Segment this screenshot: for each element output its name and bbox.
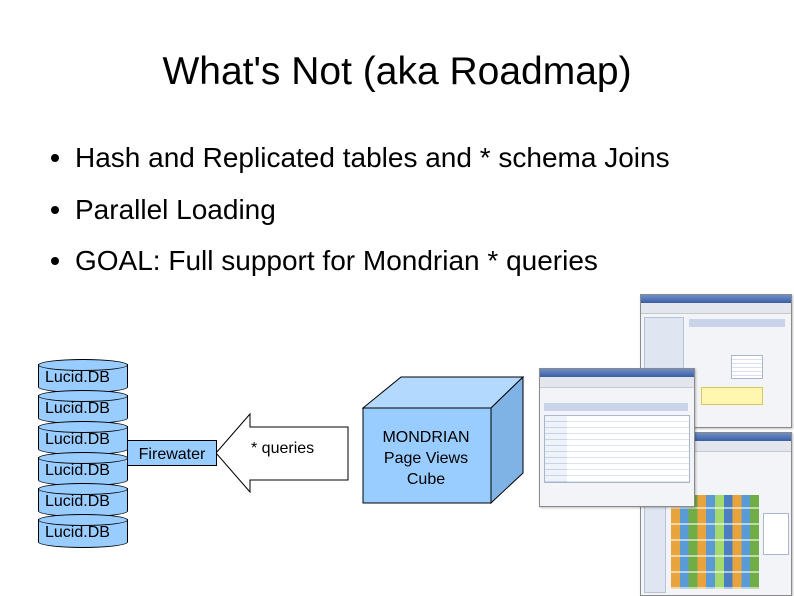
report-header (689, 319, 785, 327)
window-titlebar (641, 433, 791, 441)
db-label: Lucid.DB (45, 369, 110, 386)
mini-table (731, 355, 763, 379)
bullet-item: Hash and Replicated tables and * schema … (48, 136, 670, 188)
bullet-list: Hash and Replicated tables and * schema … (48, 136, 670, 291)
db-label: Lucid.DB (45, 431, 110, 448)
bullet-dot-icon (51, 257, 59, 265)
bullet-item: GOAL: Full support for Mondrian * querie… (48, 239, 670, 291)
queries-arrow-label: * queries (251, 440, 315, 457)
lucid-db-cylinder: Lucid.DB (38, 421, 128, 455)
firewater-box: Firewater (127, 440, 217, 466)
window-toolbar (641, 441, 791, 452)
window-titlebar (540, 369, 694, 377)
db-label: Lucid.DB (45, 400, 110, 417)
cube-label-line: Page Views (383, 450, 469, 467)
lucid-db-cylinder: Lucid.DB (38, 390, 128, 424)
bullet-dot-icon (51, 154, 59, 162)
mondrian-cube-label: MONDRIAN Page Views Cube (365, 427, 487, 490)
lucid-db-cylinder: Lucid.DB (38, 359, 128, 393)
bullet-item: Parallel Loading (48, 188, 670, 240)
lucid-db-cylinder: Lucid.DB (38, 514, 128, 548)
slide-title: What's Not (aka Roadmap) (162, 50, 632, 93)
db-label: Lucid.DB (45, 524, 110, 541)
cube-label-line: Cube (406, 471, 446, 488)
db-label: Lucid.DB (45, 493, 110, 510)
lucid-db-cylinder: Lucid.DB (38, 483, 128, 517)
bullet-dot-icon (51, 205, 59, 214)
cube-front-face (362, 407, 492, 504)
chart-legend (763, 513, 789, 555)
cube-label-line: MONDRIAN (382, 429, 470, 446)
window-toolbar (540, 377, 694, 388)
bullet-text: Parallel Loading (75, 193, 276, 225)
lucid-db-cylinder: Lucid.DB (38, 452, 128, 486)
bullet-text: GOAL: Full support for Mondrian * querie… (75, 245, 598, 276)
window-titlebar (641, 295, 791, 303)
queries-arrow (215, 412, 349, 494)
screenshot-report-main (539, 368, 695, 507)
report-header (544, 403, 688, 411)
db-label: Lucid.DB (45, 462, 110, 479)
window-toolbar (641, 303, 791, 314)
tooltip-note (701, 387, 763, 405)
report-table (544, 415, 690, 483)
bullet-text: Hash and Replicated tables and * schema … (75, 142, 670, 173)
